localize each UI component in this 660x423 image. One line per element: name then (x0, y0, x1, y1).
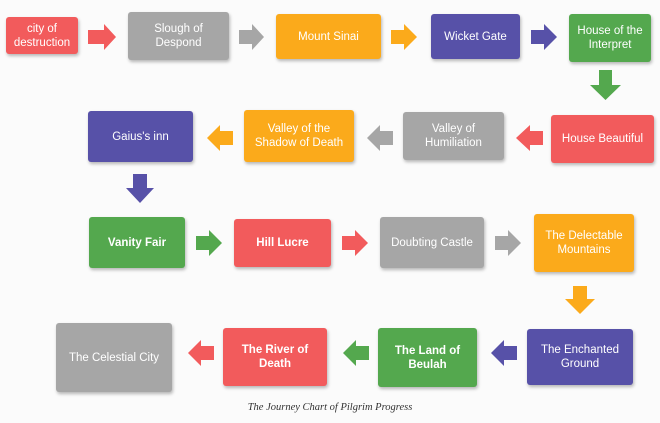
node-river-of-death: The River of Death (223, 328, 327, 386)
arrow-n15-n16 (343, 340, 369, 366)
arrow-n3-n4 (391, 24, 417, 50)
arrow-n16-n17 (188, 340, 214, 366)
arrow-n9-n10 (126, 174, 154, 203)
node-valley-of-shadow-of-death: Valley of the Shadow of Death (244, 110, 354, 162)
node-celestial-city: The Celestial City (56, 323, 172, 392)
arrow-n14-n15 (491, 340, 517, 366)
figure-caption: The Journey Chart of Pilgrim Progress (247, 402, 413, 413)
arrow-n11-n12 (342, 230, 368, 256)
node-slough-of-despond: Slough of Despond (128, 12, 229, 60)
node-mount-sinai: Mount Sinai (276, 14, 381, 59)
arrow-n5-n6 (590, 70, 621, 100)
node-delectable-mountains: The Delectable Mountains (534, 214, 634, 272)
node-house-of-the-interpret: House of the Interpret (569, 14, 651, 62)
node-house-beautiful: House Beautiful (551, 115, 654, 163)
arrow-n8-n9 (207, 125, 233, 151)
node-land-of-beulah: The Land of Beulah (378, 328, 477, 387)
node-city-of-destruction: city of destruction (6, 17, 78, 54)
arrow-n2-n3 (239, 24, 264, 50)
node-gaius-inn: Gaius's inn (88, 111, 193, 162)
node-enchanted-ground: The Enchanted Ground (527, 329, 633, 385)
node-vanity-fair: Vanity Fair (89, 217, 185, 268)
arrow-n13-n14 (565, 286, 595, 314)
arrow-n7-n8 (367, 125, 393, 151)
arrow-n10-n11 (196, 230, 222, 256)
node-wicket-gate: Wicket Gate (431, 14, 520, 59)
arrow-n1-n2 (88, 24, 116, 50)
arrow-n4-n5 (531, 24, 557, 50)
node-valley-of-humiliation: Valley of Humiliation (403, 112, 504, 160)
node-hill-lucre: Hill Lucre (234, 219, 331, 267)
arrow-n6-n7 (516, 125, 543, 151)
arrow-n12-n13 (495, 230, 521, 256)
node-doubting-castle: Doubting Castle (380, 217, 484, 268)
